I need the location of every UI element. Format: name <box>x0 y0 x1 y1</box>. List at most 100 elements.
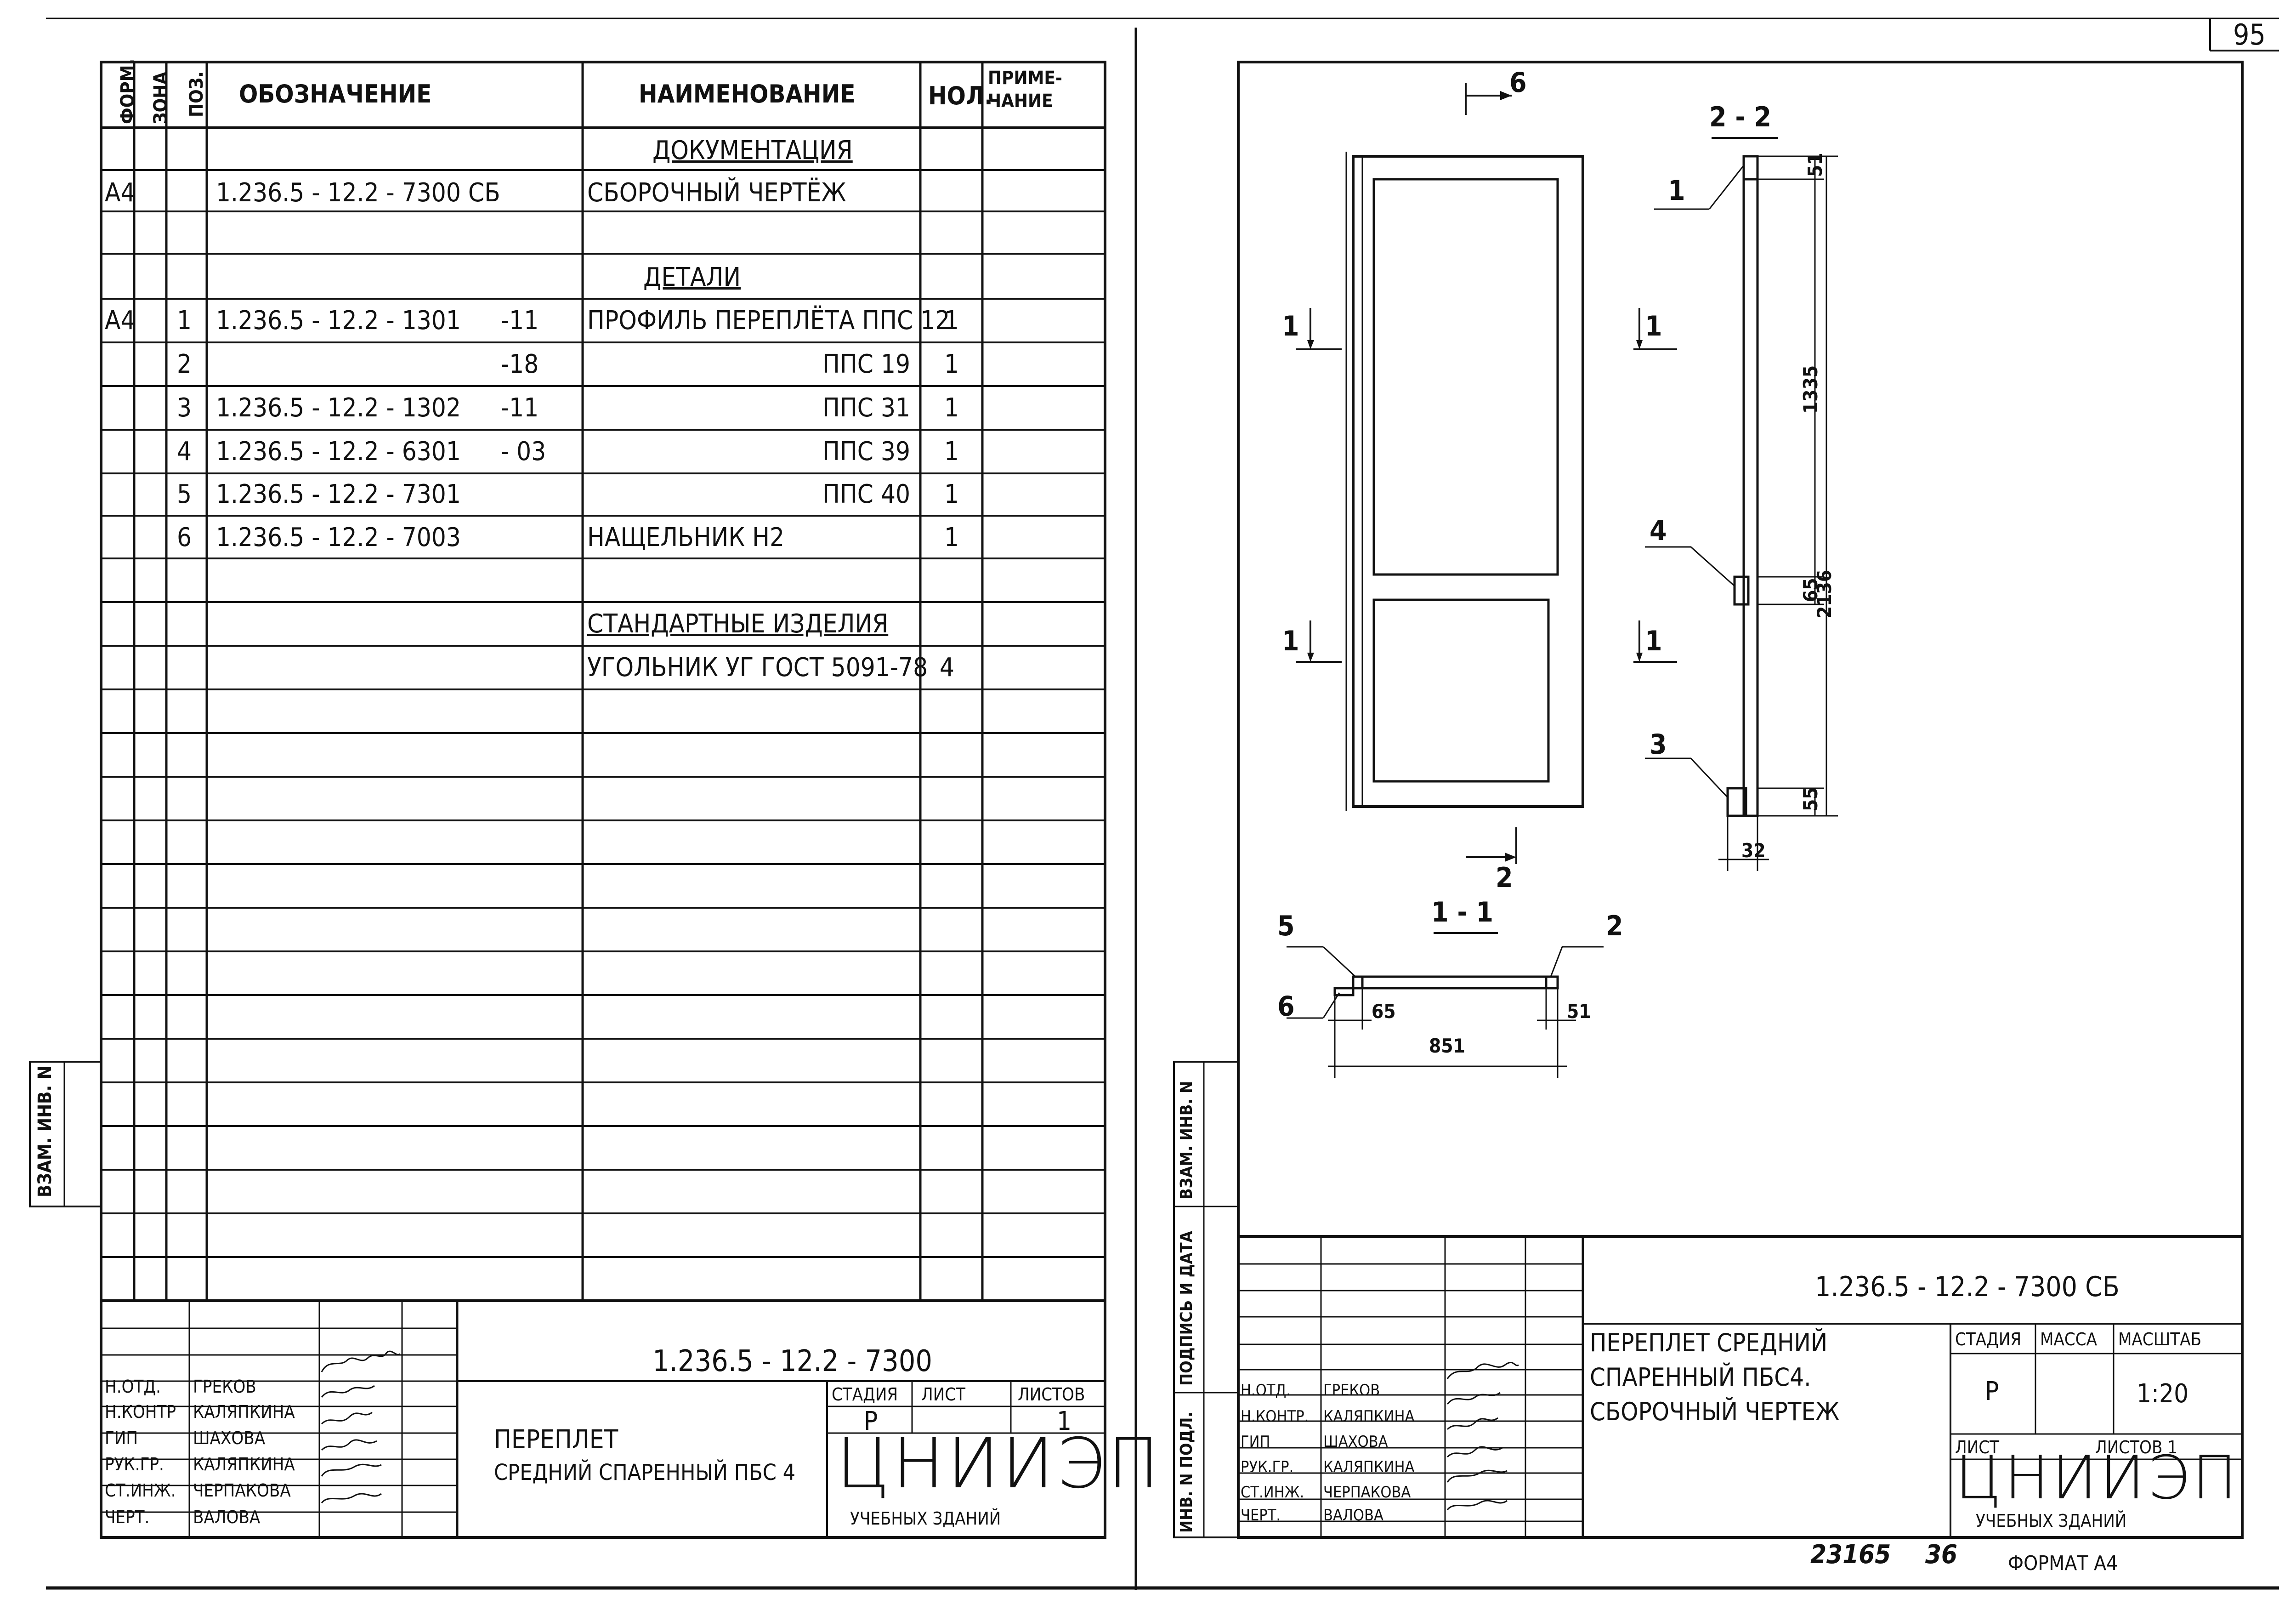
side-label: ВЗАМ. ИНВ. N <box>1177 1081 1196 1200</box>
role-label: СТ.ИНЖ. <box>105 1480 176 1501</box>
footer-format: ФОРМАТ А4 <box>2008 1552 2118 1575</box>
sheet-label: ЛИСТ <box>1955 1437 2000 1457</box>
title-block-code: 1.236.5 - 12.2 - 7300 <box>652 1344 933 1378</box>
dim-32: 32 <box>1741 839 1766 862</box>
row-name: ПРОФИЛЬ ПЕРЕПЛЁТА ППС 12 <box>587 306 950 336</box>
person-name: КАЛЯПКИНА <box>193 1454 295 1474</box>
stage-value: Р <box>864 1406 878 1436</box>
footer-number: 23165 <box>1810 1540 1891 1570</box>
role-label: РУК.ГР. <box>1241 1458 1294 1476</box>
role-label: ЧЕРТ. <box>105 1507 150 1527</box>
row-name: ППС 19 <box>822 349 911 379</box>
person-name: ВАЛОВА <box>193 1507 261 1527</box>
dim-51-plan: 51 <box>1567 1000 1591 1023</box>
org-logo: ЦНИИЭП <box>836 1424 1162 1504</box>
footer-page: 36 <box>1925 1540 1958 1570</box>
org-logo: ЦНИИЭП <box>1955 1443 2240 1513</box>
callout-3: 3 <box>1650 728 1667 761</box>
callout-2: 2 <box>1606 910 1623 942</box>
header-note-1: ПРИМЕ- <box>988 68 1062 89</box>
title-line-2: СРЕДНИЙ СПАРЕННЫЙ ПБС 4 <box>494 1460 796 1485</box>
title-line-2: СПАРЕННЫЙ ПБС4. <box>1590 1363 1811 1392</box>
row-pos: 2 <box>177 349 192 379</box>
person-name: ГРЕКОВ <box>1323 1381 1380 1400</box>
person-name: ВАЛОВА <box>1323 1506 1383 1525</box>
dim-2136: 2136 <box>1813 569 1836 618</box>
row-designation: 1.236.5 - 12.2 - 7300 СБ <box>216 178 500 208</box>
stage-value: Р <box>1985 1377 1999 1406</box>
person-name: ШАХОВА <box>193 1428 266 1448</box>
title-line-1: ПЕРЕПЛЕТ СРЕДНИЙ <box>1590 1328 1828 1357</box>
callout-5: 5 <box>1277 910 1295 942</box>
row-designation: 1.236.5 - 12.2 - 7301 <box>216 479 461 509</box>
mark-1: 1 <box>1282 310 1299 342</box>
row-name: УГОЛЬНИК УГ ГОСТ 5091-78 <box>587 653 928 683</box>
dim-851: 851 <box>1429 1035 1465 1057</box>
dim-65-plan: 65 <box>1372 1000 1396 1023</box>
header-zone: ЗОНА <box>150 71 171 124</box>
section-details: ДЕТАЛИ <box>643 262 741 292</box>
row-suffix: -11 <box>501 393 539 423</box>
header-designation: ОБОЗНАЧЕНИЕ <box>239 80 432 108</box>
mark-6-top: 6 <box>1509 67 1527 99</box>
row-pos: 3 <box>177 393 192 423</box>
scale-value: 1:20 <box>2137 1379 2189 1409</box>
role-label: ГИП <box>1241 1433 1270 1451</box>
title-line-3: СБОРОЧНЫЙ ЧЕРТЕЖ <box>1590 1397 1840 1426</box>
header-note-2: ЧАНИЕ <box>988 91 1053 112</box>
section-documentation: ДОКУМЕНТАЦИЯ <box>652 136 853 165</box>
role-label: Н.КОНТР <box>105 1402 176 1422</box>
row-format: А4 <box>105 306 136 336</box>
row-qty: 1 <box>944 306 959 336</box>
header-position: ПОЗ. <box>186 71 207 117</box>
row-name: НАЩЕЛЬНИК Н2 <box>587 523 785 552</box>
section-2-2-label: 2 - 2 <box>1709 101 1772 133</box>
role-label: СТ.ИНЖ. <box>1241 1483 1304 1502</box>
side-label-replace-inv: ВЗАМ. ИНВ. N <box>34 1065 56 1197</box>
side-label: ИНВ. N ПОДЛ. <box>1177 1411 1196 1533</box>
sheets-value: 1 <box>1057 1406 1072 1436</box>
role-label: РУК.ГР. <box>105 1454 164 1474</box>
person-name: ЧЕРПАКОВА <box>193 1480 291 1501</box>
dim-1335: 1335 <box>1799 365 1822 414</box>
mark-1: 1 <box>1645 625 1662 657</box>
dim-55: 55 <box>1799 787 1822 811</box>
side-label: ПОДПИСЬ И ДАТА <box>1177 1231 1196 1386</box>
dim-51: 51 <box>1804 153 1826 177</box>
role-label: Н.КОНТР. <box>1241 1407 1309 1426</box>
sheets-label: ЛИСТОВ <box>1018 1384 1085 1405</box>
row-name: ППС 39 <box>822 437 911 467</box>
page-number: 95 <box>2233 18 2266 51</box>
person-name: ШАХОВА <box>1323 1433 1388 1451</box>
person-name: КАЛЯПКИНА <box>1323 1458 1415 1476</box>
stage-label: СТАДИЯ <box>1955 1329 2022 1349</box>
row-qty: 1 <box>944 393 959 423</box>
row-name: СБОРОЧНЫЙ ЧЕРТЁЖ <box>587 178 846 208</box>
row-suffix: -18 <box>501 349 539 379</box>
mark-2-section: 2 <box>1496 862 1513 894</box>
row-name: ППС 31 <box>822 393 911 423</box>
scale-label: МАСШТАБ <box>2118 1329 2202 1349</box>
role-label: Н.ОТД. <box>1241 1381 1291 1400</box>
mark-1: 1 <box>1645 310 1662 342</box>
callout-6: 6 <box>1277 990 1295 1023</box>
role-label: ГИП <box>105 1428 138 1448</box>
row-designation: 1.236.5 - 12.2 - 7003 <box>216 523 461 552</box>
row-qty: 4 <box>940 653 955 683</box>
section-1-1-label: 1 - 1 <box>1431 896 1494 928</box>
header-quantity: НОЛ. <box>928 81 993 110</box>
row-qty: 1 <box>944 479 959 509</box>
row-qty: 1 <box>944 523 959 552</box>
callout-4: 4 <box>1650 515 1667 547</box>
row-qty: 1 <box>944 349 959 379</box>
row-pos: 4 <box>177 437 192 467</box>
row-pos: 6 <box>177 523 192 552</box>
sheet-label: ЛИСТ <box>921 1384 966 1405</box>
header-format: ФОРМ. <box>117 58 138 124</box>
callout-1: 1 <box>1668 175 1685 207</box>
mass-label: МАССА <box>2040 1329 2098 1349</box>
row-pos: 5 <box>177 479 192 509</box>
role-label: ЧЕРТ. <box>1241 1506 1281 1525</box>
row-designation: 1.236.5 - 12.2 - 1301 <box>216 306 461 336</box>
